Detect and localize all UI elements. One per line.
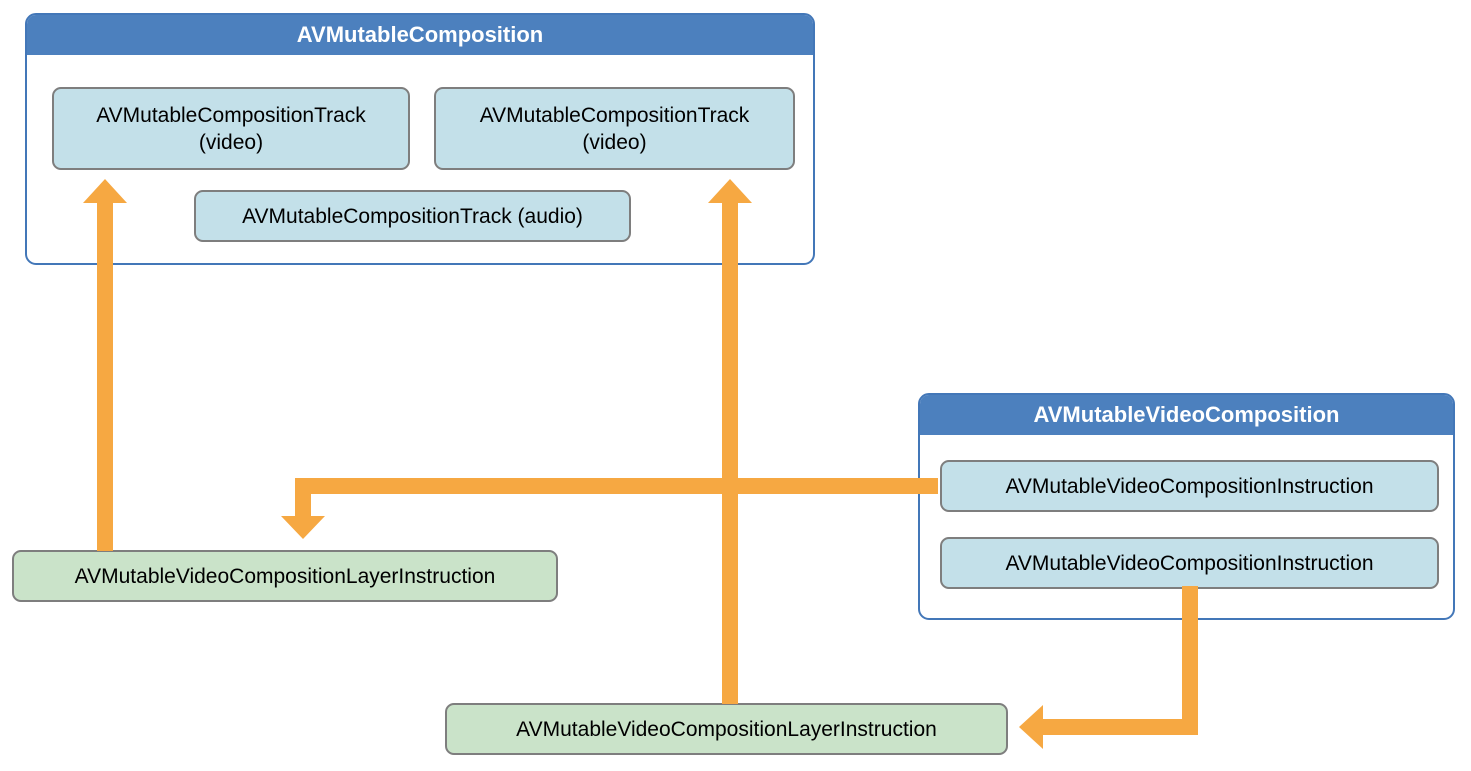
composition-track-audio-box: AVMutableCompositionTrack (audio)	[194, 190, 631, 242]
videocomposition-instruction-2-box: AVMutableVideoCompositionInstruction	[940, 537, 1439, 589]
composition-track-video-1-label: AVMutableCompositionTrack	[96, 103, 366, 127]
composition-track-audio-label: AVMutableCompositionTrack (audio)	[242, 204, 583, 228]
avmutablevideocomposition-header: AVMutableVideoComposition	[920, 395, 1453, 435]
layer-instruction-left-label: AVMutableVideoCompositionLayerInstructio…	[74, 564, 496, 588]
videocomposition-instruction-1-box: AVMutableVideoCompositionInstruction	[940, 460, 1439, 512]
arrow-instruction1-to-left-layer-instruction-icon	[281, 478, 938, 539]
composition-track-video-2-label: AVMutableCompositionTrack	[479, 103, 750, 127]
videocomposition-instruction-2-label: AVMutableVideoCompositionInstruction	[1005, 551, 1374, 575]
layer-instruction-bottom-box: AVMutableVideoCompositionLayerInstructio…	[445, 703, 1008, 755]
avmutablevideocomposition-title: AVMutableVideoComposition	[1033, 402, 1340, 427]
videocomposition-instruction-1-label: AVMutableVideoCompositionInstruction	[1005, 474, 1374, 498]
avmutablevideocomposition-container: AVMutableVideoComposition AVMutableVideo…	[918, 393, 1455, 620]
composition-track-video-1-box: AVMutableCompositionTrack (video)	[52, 87, 410, 170]
avmutablecomposition-header: AVMutableComposition	[27, 15, 813, 55]
composition-track-video-2-box: AVMutableCompositionTrack (video)	[434, 87, 795, 170]
layer-instruction-bottom-label: AVMutableVideoCompositionLayerInstructio…	[516, 717, 937, 741]
avmutablecomposition-container: AVMutableComposition AVMutableCompositio…	[25, 13, 815, 265]
avmutablecomposition-title: AVMutableComposition	[296, 22, 544, 47]
composition-track-video-2-sublabel: (video)	[582, 130, 647, 154]
layer-instruction-left-box: AVMutableVideoCompositionLayerInstructio…	[12, 550, 558, 602]
composition-track-video-1-sublabel: (video)	[198, 130, 264, 154]
